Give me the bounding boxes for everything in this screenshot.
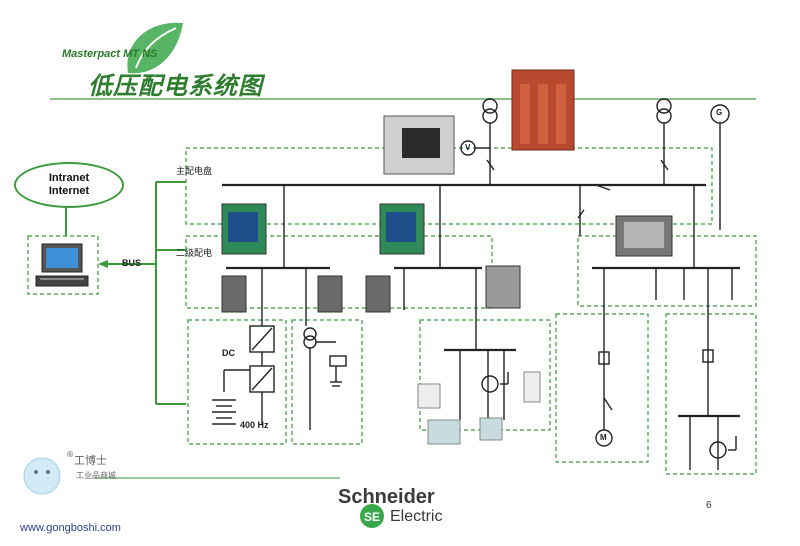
internet-label: Internet — [48, 185, 90, 197]
header-divider — [50, 98, 756, 100]
intranet-bubble: Intranet Internet — [14, 162, 124, 208]
bus-label: BUS — [122, 258, 142, 268]
motor-feeder-box — [555, 313, 649, 463]
mccb-images — [221, 265, 521, 313]
right-feeder-box — [665, 313, 757, 475]
computer-icon — [35, 243, 89, 287]
intranet-label: Intranet — [48, 172, 90, 184]
motor-label: M — [600, 433, 607, 442]
page-number: 6 — [706, 500, 712, 511]
brand-name-line2: Electric — [390, 508, 443, 525]
pc-box — [27, 235, 99, 295]
contactor-image — [615, 215, 673, 257]
mcb-images — [417, 371, 541, 445]
frequency-label: 400 Hz — [240, 420, 269, 430]
mascot-watermark-icon — [23, 457, 61, 495]
page-title: 低压配电系统图 — [88, 72, 263, 100]
watermark-registered: ® — [66, 450, 74, 459]
schneider-logo-icon: SE — [360, 504, 384, 528]
dc-label: DC — [222, 348, 235, 358]
main-panel-label: 主配电盘 — [176, 167, 213, 177]
sub-panel-label: 二级配电 — [176, 249, 213, 259]
voltmeter-label: V — [465, 143, 471, 152]
svg-text:SE: SE — [364, 510, 380, 524]
green-leaf-decoration — [127, 22, 183, 74]
air-circuit-breaker-image — [383, 115, 455, 175]
breaker-image-left — [221, 203, 267, 255]
right-sub-panel-box — [577, 235, 757, 307]
generator-label: G — [716, 108, 723, 117]
battery-icon — [212, 399, 236, 425]
bus-arrow-icon — [98, 260, 108, 268]
breaker-image-mid — [379, 203, 425, 255]
motor-symbol — [595, 429, 613, 447]
watermark-brand: 工博士 — [74, 454, 107, 467]
transformer-image — [511, 69, 575, 151]
brand-name-line1: Schneider — [338, 486, 435, 508]
watermark-url: www.gongboshi.com — [20, 522, 121, 534]
page-subtitle: Masterpact MT NS — [62, 48, 158, 60]
dc-ac-box — [187, 319, 287, 445]
watermark-subtitle: 工业品商城 — [76, 471, 116, 480]
transformer-box — [291, 319, 363, 445]
